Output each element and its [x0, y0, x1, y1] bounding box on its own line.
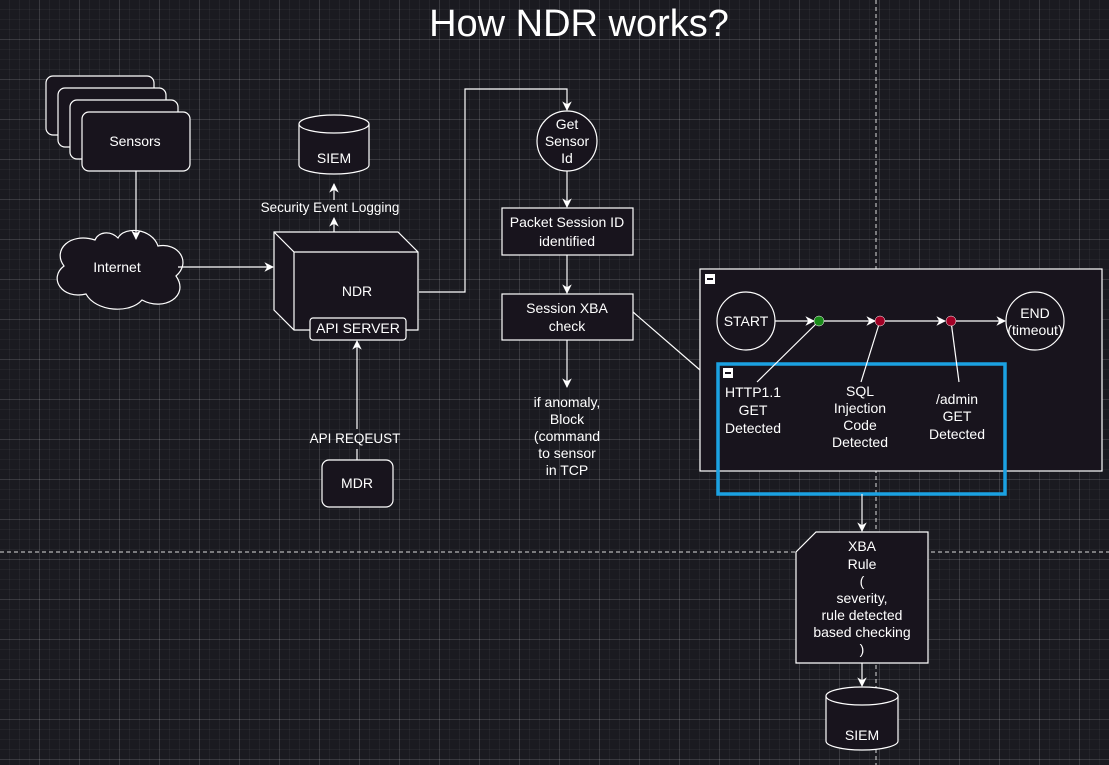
api-server-node[interactable]: API SERVER: [309, 317, 407, 341]
get-sensor-id-line-1: Get: [556, 116, 579, 132]
sql-line-3: Code: [843, 417, 877, 433]
anomaly-line-4: to sensor: [538, 445, 596, 461]
anomaly-line-2: Block: [550, 411, 585, 427]
session-xba-line-2: check: [549, 318, 587, 334]
anomaly-line-3: (command: [534, 428, 600, 444]
http-get-label: HTTP1.1 GET Detected: [725, 384, 781, 436]
anomaly-note: if anomaly, Block (command to sensor in …: [534, 394, 601, 478]
session-xba-node[interactable]: Session XBA check: [501, 293, 634, 341]
xba-rule-line-6: based checking: [813, 624, 910, 640]
admin-line-2: GET: [943, 408, 972, 424]
admin-get-label: /admin GET Detected: [929, 391, 985, 442]
sql-injection-label: SQL Injection Code Detected: [832, 383, 888, 450]
siem-bottom-node[interactable]: SIEM: [825, 686, 899, 751]
siem-top-node[interactable]: SIEM: [298, 114, 370, 175]
sql-line-2: Injection: [834, 400, 886, 416]
get-sensor-id-node[interactable]: Get Sensor Id: [536, 110, 598, 172]
end-node[interactable]: END (timeout): [1005, 291, 1065, 351]
security-logging-label: Security Event Logging: [261, 200, 400, 215]
admin-line-1: /admin: [936, 391, 978, 407]
packet-session-line-1: Packet Session ID: [510, 214, 624, 230]
ndr-label: NDR: [342, 283, 372, 299]
admin-line-3: Detected: [929, 426, 985, 442]
packet-session-node[interactable]: Packet Session ID identified: [501, 207, 634, 256]
session-xba-line-1: Session XBA: [526, 300, 608, 316]
api-request-label: API REQEUST: [310, 431, 401, 446]
event-dot-admin[interactable]: [945, 315, 957, 327]
internet-label: Internet: [93, 259, 141, 275]
siem-top-label: SIEM: [317, 150, 351, 166]
xba-rule-line-5: rule detected: [822, 607, 903, 623]
xba-rule-node[interactable]: XBA Rule ( severity, rule detected based…: [795, 531, 929, 664]
xba-rule-line-1: XBA: [848, 538, 877, 554]
internet-node[interactable]: Internet: [56, 229, 184, 310]
page-title: How NDR works?: [429, 3, 729, 45]
xba-rule-line-2: Rule: [848, 556, 877, 572]
event-dot-http[interactable]: [813, 315, 825, 327]
minus-square-icon[interactable]: [705, 274, 715, 284]
anomaly-line-5: in TCP: [546, 462, 589, 478]
siem-bottom-label: SIEM: [845, 727, 879, 743]
sensors-label: Sensors: [109, 133, 160, 149]
http-get-line-3: Detected: [725, 420, 781, 436]
end-line-1: END: [1020, 305, 1050, 321]
xba-rule-line-7: ): [860, 641, 865, 657]
http-get-line-2: GET: [739, 402, 768, 418]
api-server-label: API SERVER: [316, 320, 400, 336]
xba-rule-line-3: (: [860, 573, 865, 589]
get-sensor-id-line-3: Id: [561, 150, 573, 166]
edge-ndr-getsensor: [419, 88, 572, 293]
http-get-line-1: HTTP1.1: [725, 384, 781, 400]
sql-line-1: SQL: [846, 383, 874, 399]
packet-session-line-2: identified: [539, 233, 595, 249]
start-label: START: [724, 313, 769, 329]
sql-line-4: Detected: [832, 434, 888, 450]
anomaly-line-1: if anomaly,: [534, 394, 601, 410]
sensors-node[interactable]: Sensors: [45, 75, 191, 172]
mdr-node[interactable]: MDR: [321, 459, 394, 508]
ndr-node[interactable]: NDR: [273, 231, 419, 331]
get-sensor-id-line-2: Sensor: [545, 133, 590, 149]
edge-xba-container: [632, 311, 701, 371]
start-node[interactable]: START: [716, 291, 776, 351]
mdr-label: MDR: [341, 475, 373, 491]
xba-rule-line-4: severity,: [836, 590, 887, 606]
event-dot-sql[interactable]: [874, 315, 886, 327]
end-line-2: (timeout): [1007, 322, 1062, 338]
minus-square-icon[interactable]: [723, 368, 733, 378]
